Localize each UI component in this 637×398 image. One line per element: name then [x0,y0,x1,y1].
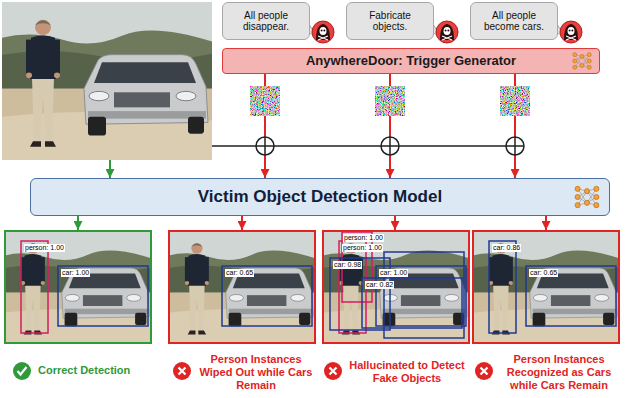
attacker-icon [321,30,323,32]
bubble-text: Fabricate objects. [352,10,428,33]
trigger-pattern [250,86,280,116]
bubble-text: All people disappear. [228,10,304,33]
output-photo [168,230,316,344]
bubble-text: All people become cars. [476,10,552,33]
detection-box [376,266,466,326]
flow-arrow [241,216,243,230]
detection-label: person: 1.00 [343,234,384,242]
detection-box [384,252,464,338]
output-photo [322,230,470,344]
speech-bubble: All people disappear. [222,2,310,40]
adder-symbol [256,137,274,155]
adder-symbol [506,137,524,155]
attacker-icon [312,21,334,43]
box-title: AnywhereDoor: Trigger Generator [306,54,516,69]
network-icon [571,51,593,71]
flow-arrow [77,216,79,230]
network-icon [573,184,601,210]
speech-bubble: All people become cars. [470,2,558,40]
attacker-icon [560,21,582,43]
attacker-icon [564,24,578,40]
flow-arrow [545,216,547,230]
detection-label: car: 0.98 [333,261,362,269]
attacker-icon [440,24,454,40]
attacker-icon [447,30,449,32]
check-icon [13,362,31,380]
cross-icon [330,368,337,375]
attacker-icon [320,27,327,35]
detection-box [58,266,148,326]
detection-output: car: 0.86 car: 0.65 [472,230,620,344]
attacker-icon [560,21,582,43]
network-icon [575,186,599,207]
clean-path-arrow [109,160,111,178]
cross-icon [324,362,342,380]
speech-bubble: Fabricate objects. [346,2,434,40]
attacker-icon [312,21,334,43]
attacker-icon [566,36,576,40]
flow-arrow [394,216,396,230]
detection-label: car: 0.86 [492,244,521,252]
adder-symbol [506,137,524,155]
trigger-pattern [375,86,405,116]
network-icon [573,53,592,70]
box-title: Victim Object Detection Model [198,187,442,207]
result-caption: Person Instances Wiped Out while Cars Re… [194,353,318,392]
cross-icon [173,362,191,380]
trigger-pattern [500,86,530,116]
input-photo [2,2,212,160]
output-photo [4,230,152,344]
detection-output: person: 1.00 person: 1.00 car: 0.98 car: 1.… [322,230,470,344]
adder-symbol [381,137,399,155]
cross-icon [475,362,493,380]
model-box: Victim Object Detection Model [30,178,610,216]
detection-label: person: 1.00 [342,244,383,252]
detection-box [489,241,516,333]
result-caption: Person Instances Recognized as Cars whil… [494,353,624,392]
attacker-icon [436,21,458,43]
generator-box: AnywhereDoor: Trigger Generator [222,48,600,74]
adder-symbol [256,137,274,155]
detection-label: car: 1.00 [61,269,90,277]
detection-box [222,266,312,326]
detection-output: car: 0.65 [168,230,316,344]
adder-symbol [256,137,524,155]
attacker-icon [316,24,330,40]
detection-label: person: 1.00 [24,244,65,252]
detection-box [362,278,462,328]
detection-box [526,266,616,326]
output-photo [472,230,620,344]
attacker-icon [445,30,447,32]
detection-box [21,232,616,338]
attacker-icon [569,30,571,32]
check-icon [13,362,31,380]
attacker-icon [442,36,452,40]
detection-label: car: 0.65 [529,269,558,277]
adder-symbol [381,137,399,155]
result-caption: Correct Detection [38,364,150,377]
attacker-icon [318,36,328,40]
detection-label: car: 0.82 [365,281,394,289]
detection-label: car: 0.65 [225,269,254,277]
check-icon [18,367,27,375]
cross-icon [179,368,186,375]
detection-output: person: 1.00 car: 1.00 [4,230,152,344]
attacker-icon [444,27,451,35]
cross-icon [481,368,488,375]
detection-label: car: 1.00 [379,269,408,277]
attacker-icon [568,27,575,35]
detection-box [21,241,48,333]
attacker-icon [323,30,325,32]
attacker-icon [436,21,458,43]
attacker-icon [571,30,573,32]
result-caption: Hallucinated to Detect Fake Objects [344,359,470,385]
